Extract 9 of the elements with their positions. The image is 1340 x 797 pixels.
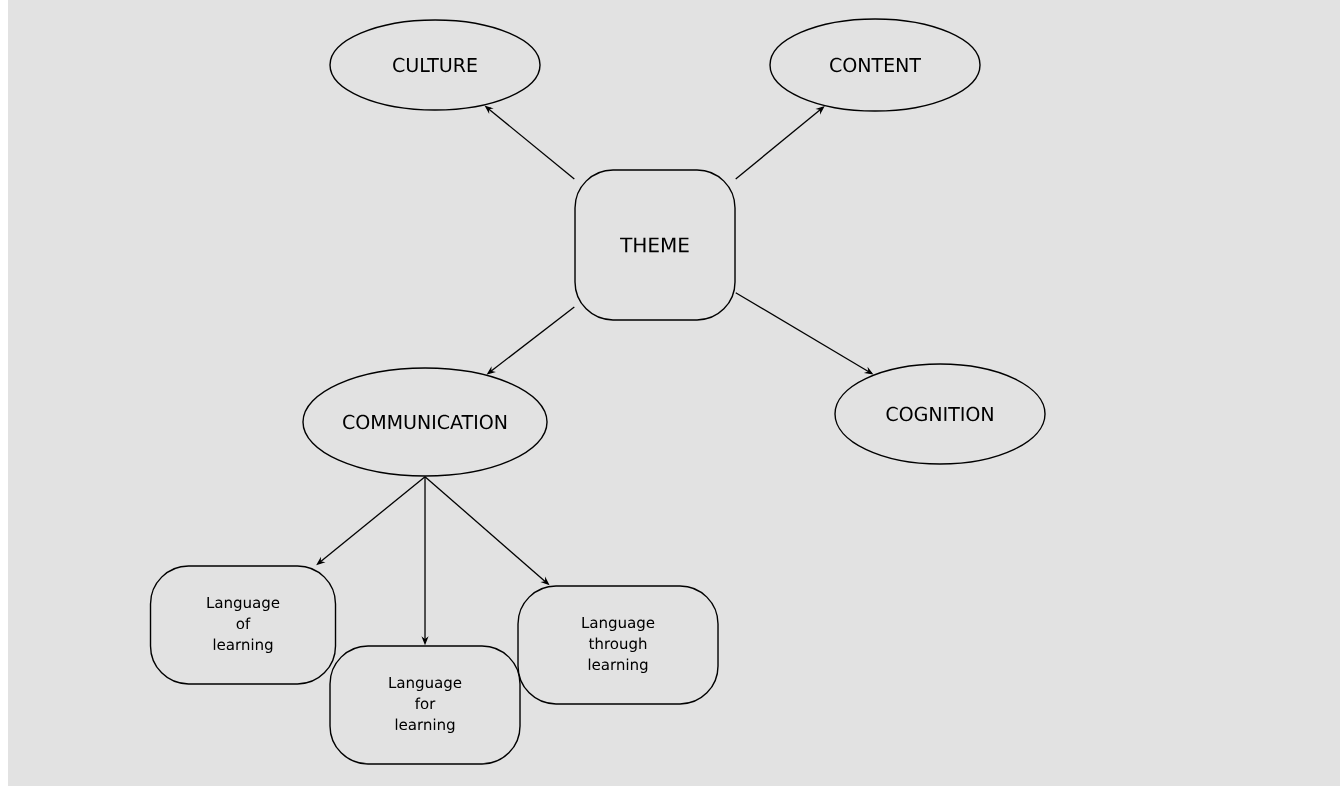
ellipse-node: COMMUNICATION — [302, 367, 548, 477]
ellipse-node: COGNITION — [834, 363, 1046, 465]
ellipse-node: CONTENT — [769, 18, 981, 112]
rounded-node: Language through learning — [517, 585, 719, 705]
rounded-node: Language of learning — [149, 565, 337, 685]
rounded-node: Language for learning — [329, 645, 521, 765]
arrow — [735, 106, 825, 180]
ellipse-node: CULTURE — [329, 19, 541, 111]
rounded-node: THEME — [574, 169, 736, 321]
